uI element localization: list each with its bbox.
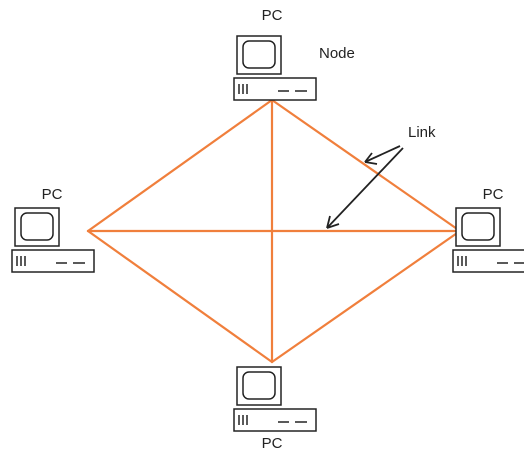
pc-label-left: PC <box>42 186 63 203</box>
pc-label-top: PC <box>262 7 283 24</box>
link-right-bottom <box>270 229 462 364</box>
node-callout-label: Node <box>319 45 355 62</box>
link-top-right <box>270 98 462 233</box>
link-pointer-arrow <box>364 145 401 165</box>
computer-icon <box>233 35 317 101</box>
link-left-bottom <box>86 229 274 364</box>
link-callout-label: Link <box>408 124 436 141</box>
link-top-left <box>86 98 274 233</box>
callouts-layer: Node Link <box>319 45 436 229</box>
nodes-layer: PC PC PC PC <box>11 7 524 452</box>
computer-icon <box>233 366 317 432</box>
link-pointer-arrow <box>326 147 404 229</box>
pc-label-right: PC <box>483 186 504 203</box>
computer-icon <box>11 207 95 273</box>
pc-label-bottom: PC <box>262 435 283 452</box>
computer-icon <box>452 207 524 273</box>
links-layer <box>86 98 462 364</box>
